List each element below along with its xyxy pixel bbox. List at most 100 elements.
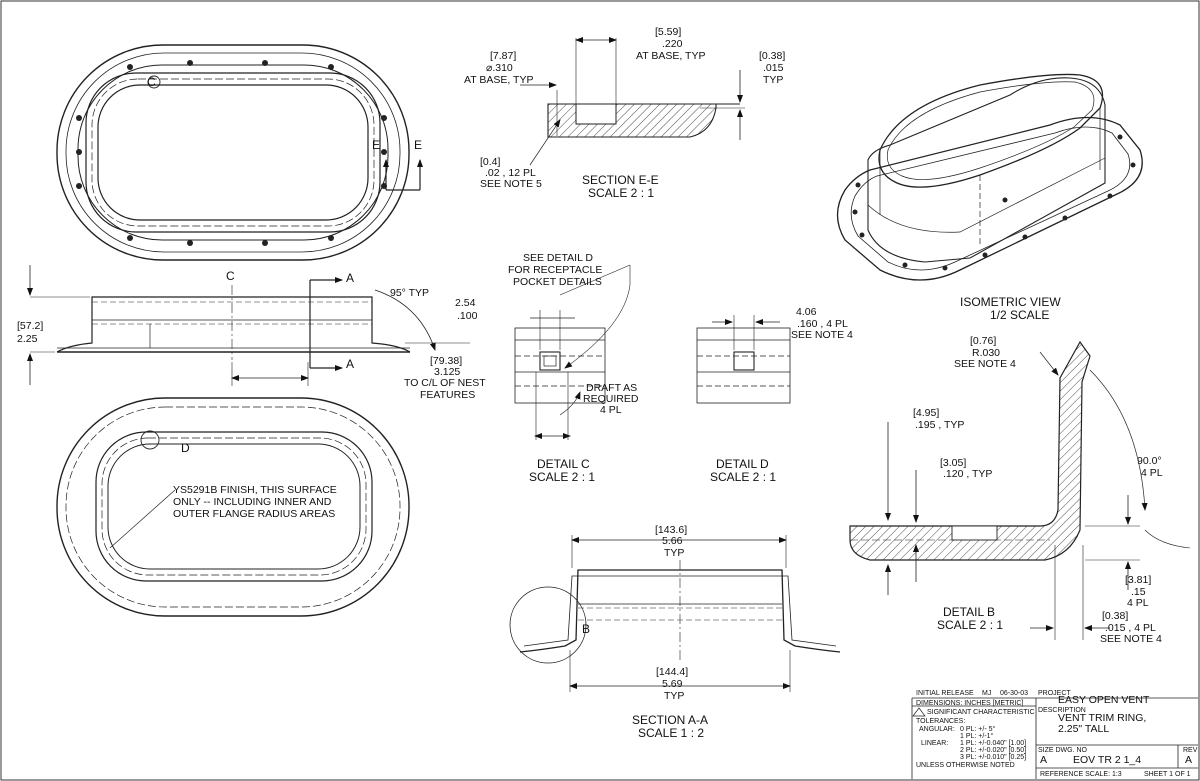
tb-rev-label: REV xyxy=(1183,747,1198,754)
detail-c-draft-2: REQUIRED xyxy=(583,393,639,405)
detail-b-title: DETAIL B xyxy=(943,605,996,619)
detail-b-dim4-note: SEE NOTE 4 xyxy=(1100,633,1162,645)
detail-d-dim-note: SEE NOTE 4 xyxy=(791,329,853,341)
isometric-title: ISOMETRIC VIEW xyxy=(960,295,1061,309)
front-view-height: 2.25 xyxy=(17,333,38,345)
front-view xyxy=(27,265,470,386)
detail-d-title: DETAIL D xyxy=(716,457,769,471)
detail-c-draft-3: 4 PL xyxy=(600,404,622,416)
section-ee-dim1: ⌀.310 xyxy=(486,62,513,74)
section-aa-bottom-typ: TYP xyxy=(664,690,685,702)
tb-linear-2: 2 PL: +/-0.020" [0.50] xyxy=(960,747,1027,754)
detail-c-draft-1: DRAFT AS xyxy=(586,382,638,394)
tb-dimensions: DIMENSIONS: INCHES [METRIC] xyxy=(916,700,1024,707)
detail-b-dim4: .015 , 4 PL xyxy=(1105,622,1156,634)
detail-c-note-1: SEE DETAIL D xyxy=(523,252,594,264)
tb-description-2: 2.25" TALL xyxy=(1058,723,1110,735)
section-ee-title: SECTION E-E xyxy=(582,173,659,187)
top-view-holes xyxy=(76,60,387,246)
section-aa-top-metric: [143.6] xyxy=(655,524,688,536)
detail-b-scale: SCALE 2 : 1 xyxy=(937,618,1004,632)
tb-description-label: DESCRIPTION xyxy=(1038,707,1086,714)
finish-note-line-1: YS5291B FINISH, THIS SURFACE xyxy=(173,484,337,496)
isometric-view xyxy=(836,73,1143,281)
detail-b-dim3: .15 xyxy=(1131,586,1146,598)
front-view-nest: 3.125 xyxy=(434,366,461,378)
detail-d-dim-metric: 4.06 xyxy=(796,306,817,318)
section-a-marker-bottom: A xyxy=(346,357,355,371)
section-aa-scale: SCALE 1 : 2 xyxy=(638,726,705,740)
tb-angular-0: 0 PL: +/- 5° xyxy=(960,726,996,733)
title-block-frame xyxy=(911,697,1198,779)
isometric-scale: 1/2 SCALE xyxy=(990,308,1050,322)
detail-d-scale: SCALE 2 : 1 xyxy=(710,470,777,484)
tb-unless: UNLESS OTHERWISE NOTED xyxy=(916,762,1015,769)
detail-c-note-2: FOR RECEPTACLE xyxy=(508,264,603,276)
detail-d xyxy=(696,315,791,404)
detail-b-dim3-pl: 4 PL xyxy=(1127,597,1149,609)
tb-description-1: VENT TRIM RING, xyxy=(1058,712,1147,724)
tb-linear-3: 3 PL: +/-0.010" [0.25] xyxy=(960,754,1027,761)
front-view-c-marker: C xyxy=(226,269,235,283)
front-view-nest-note-2: FEATURES xyxy=(420,389,476,401)
section-aa-bottom: 5.69 xyxy=(662,678,683,690)
section-aa-bottom-metric: [144.4] xyxy=(656,666,689,678)
section-aa xyxy=(509,535,841,692)
detail-c-scale: SCALE 2 : 1 xyxy=(529,470,596,484)
detail-b-radius: R.030 xyxy=(972,347,1001,359)
tb-rev: A xyxy=(1185,754,1193,766)
tb-dwg-no: EOV TR 2 1_4 xyxy=(1073,754,1142,766)
top-view-c-marker: C xyxy=(147,75,156,89)
top-view xyxy=(56,44,423,261)
tb-release: INITIAL RELEASE xyxy=(916,690,974,697)
tb-linear-1: 1 PL: +/-0.040" [1.00] xyxy=(960,740,1027,747)
tb-angular: ANGULAR: xyxy=(919,726,955,733)
detail-b xyxy=(849,340,1191,640)
detail-b-dim1-metric: [4.95] xyxy=(913,407,940,419)
section-ee-dim2-metric: [5.59] xyxy=(655,26,682,38)
front-view-flange-metric: 2.54 xyxy=(455,297,476,309)
section-ee-dim1-note: AT BASE, TYP xyxy=(464,74,534,86)
detail-c-title: DETAIL C xyxy=(537,457,590,471)
section-ee-scale: SCALE 2 : 1 xyxy=(588,186,655,200)
section-ee-dim2-note: AT BASE, TYP xyxy=(636,50,706,62)
detail-b-dim4-metric: [0.38] xyxy=(1102,610,1129,622)
finish-note-line-2: ONLY -- INCLUDING INNER AND xyxy=(173,496,332,508)
detail-b-dim2: .120 , TYP xyxy=(943,468,993,480)
tb-date: 06-30-03 xyxy=(1000,690,1029,697)
tb-drawn-by: MJ xyxy=(982,690,992,697)
detail-b-dim3-metric: [3.81] xyxy=(1125,574,1152,586)
detail-b-dim1: .195 , TYP xyxy=(915,419,965,431)
section-ee-dim4: .02 , 12 PL xyxy=(485,167,536,179)
top-view-e-marker-left: E xyxy=(372,138,381,152)
tb-size: A xyxy=(1040,754,1048,766)
section-ee-dim3-metric: [0.38] xyxy=(759,50,786,62)
bottom-view xyxy=(56,397,410,617)
section-ee-dim1-metric: [7.87] xyxy=(490,50,517,62)
detail-c-note-3: POCKET DETAILS xyxy=(513,276,602,288)
top-view-e-marker-right: E xyxy=(414,138,423,152)
detail-b-radius-note: SEE NOTE 4 xyxy=(954,358,1016,370)
front-view-nest-metric: [79.38] xyxy=(430,355,463,367)
front-view-flange: .100 xyxy=(457,310,478,322)
section-aa-top-typ: TYP xyxy=(664,547,685,559)
detail-b-angle: 90.0° xyxy=(1137,455,1162,467)
tb-significant: SIGNIFICANT CHARACTERISTIC xyxy=(927,709,1035,716)
tb-project-label: PROJECT xyxy=(1038,690,1071,697)
detail-b-dim2-metric: [3.05] xyxy=(940,457,967,469)
front-view-nest-note-1: TO C/L OF NEST xyxy=(404,377,486,389)
section-aa-top: 5.66 xyxy=(662,535,683,547)
tb-sheet: SHEET 1 OF 1 xyxy=(1144,771,1191,778)
tb-project: EASY OPEN VENT xyxy=(1058,694,1150,706)
tb-linear: LINEAR: xyxy=(921,740,949,747)
finish-note-line-3: OUTER FLANGE RADIUS AREAS xyxy=(173,508,336,520)
detail-b-radius-metric: [0.76] xyxy=(970,335,997,347)
tb-angular-1: 1 PL: +/-1° xyxy=(960,733,994,740)
section-ee-dim4-note: SEE NOTE 5 xyxy=(480,178,542,190)
detail-d-dim: .160 , 4 PL xyxy=(797,318,848,330)
front-view-angle: 95° TYP xyxy=(390,287,430,299)
section-ee-dim2: .220 xyxy=(662,38,683,50)
tb-size-label: SIZE DWG. NO xyxy=(1038,747,1087,754)
section-aa-title: SECTION A-A xyxy=(632,713,709,727)
